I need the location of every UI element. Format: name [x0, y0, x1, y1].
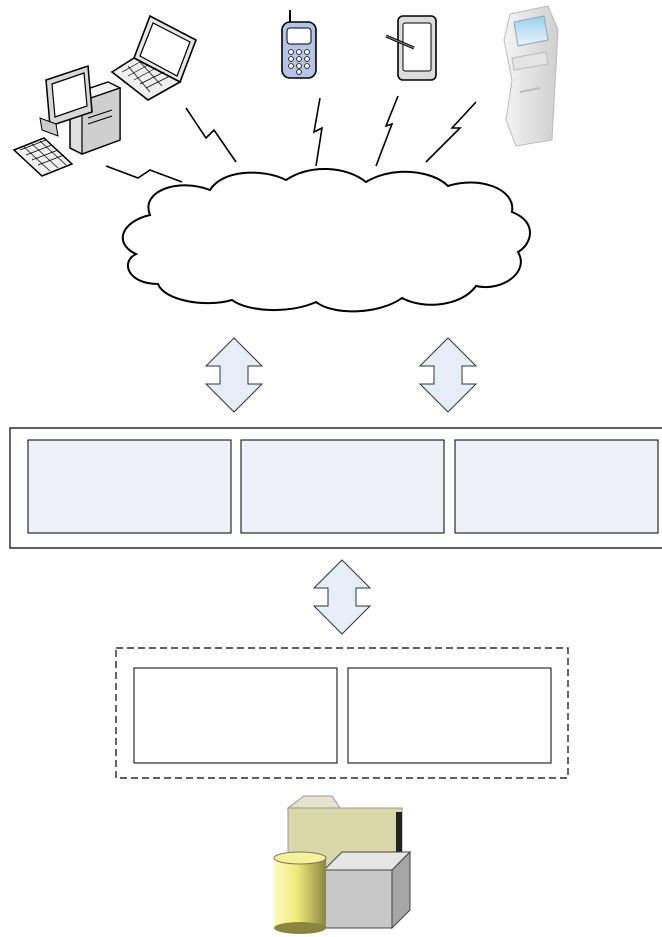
server-module-1 — [27, 439, 232, 534]
kiosk-terminal-icon — [503, 5, 559, 147]
double-arrow-right — [418, 337, 478, 413]
server-module-3 — [454, 439, 659, 534]
database-and-archive-icon — [273, 795, 412, 934]
mobile-phone-icon — [281, 10, 317, 79]
network-cloud — [121, 168, 531, 313]
wireless-link-icon — [105, 95, 477, 183]
double-arrow-left — [204, 337, 264, 413]
tablet-with-stylus-icon — [385, 15, 437, 81]
data-module-1 — [133, 667, 338, 764]
data-module-2 — [347, 667, 552, 764]
server-module-2 — [240, 439, 445, 534]
server-layer — [9, 427, 662, 549]
laptop-icon — [110, 14, 198, 101]
desktop-computer-icon — [12, 64, 122, 177]
double-arrow-center — [312, 559, 372, 635]
data-layer — [115, 647, 569, 779]
